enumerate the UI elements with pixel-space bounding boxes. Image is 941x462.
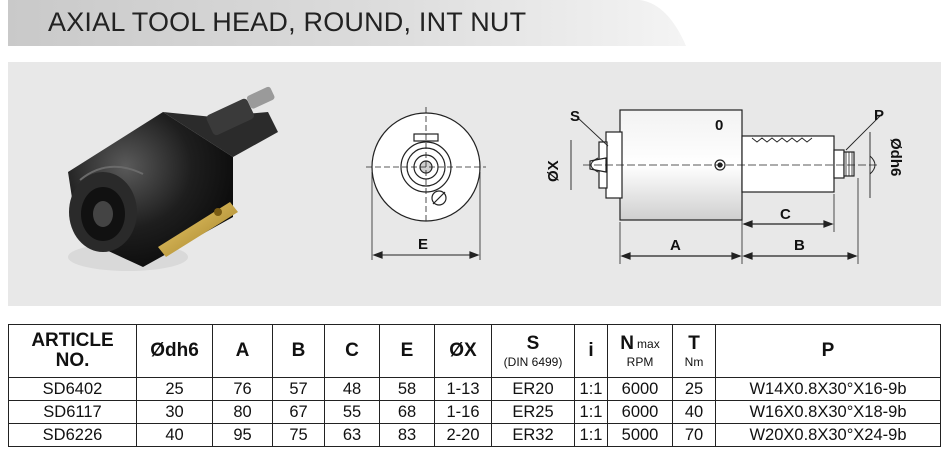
cell-n: 6000 <box>607 400 673 424</box>
cell-p: W16X0.8X30°X18-9b <box>715 400 941 424</box>
side-view-drawing <box>570 109 881 264</box>
header-article: ARTICLE NO. <box>8 324 137 378</box>
cell-n: 6000 <box>607 377 673 401</box>
cell-x: 1-13 <box>434 377 492 401</box>
cell-p: W20X0.8X30°X24-9b <box>715 423 941 447</box>
cell-x: 2-20 <box>434 423 492 447</box>
table-row: SD6402 25 76 57 48 58 1-13 ER20 1:1 6000… <box>8 377 941 401</box>
dim-c-label: C <box>780 206 791 223</box>
cell-n: 5000 <box>607 423 673 447</box>
cell-dh6: 40 <box>136 423 213 447</box>
cell-x: 1-16 <box>434 400 492 424</box>
title-banner-shape <box>8 0 686 46</box>
header-e: E <box>379 324 435 378</box>
cell-article: SD6117 <box>8 400 137 424</box>
header-dh6: Ødh6 <box>136 324 213 378</box>
cell-t: 40 <box>672 400 716 424</box>
cell-p: W14X0.8X30°X16-9b <box>715 377 941 401</box>
cell-a: 95 <box>212 423 273 447</box>
cell-c: 63 <box>324 423 380 447</box>
spec-table: ARTICLE NO. Ødh6 A B C E ØX S (DIN 6499)… <box>8 324 941 447</box>
dim-e-label: E <box>418 236 428 253</box>
cell-i: 1:1 <box>574 377 608 401</box>
cell-s: ER25 <box>491 400 575 424</box>
cell-e: 58 <box>379 377 435 401</box>
cell-e: 68 <box>379 400 435 424</box>
title-bar: AXIAL TOOL HEAD, ROUND, INT NUT <box>0 0 941 50</box>
cell-article: SD6226 <box>8 423 137 447</box>
cell-t: 70 <box>672 423 716 447</box>
dim-dh6-label: Ødh6 <box>887 138 904 176</box>
cell-e: 83 <box>379 423 435 447</box>
cell-c: 55 <box>324 400 380 424</box>
table-row: SD6117 30 80 67 55 68 1-16 ER25 1:1 6000… <box>8 400 941 424</box>
cell-s: ER32 <box>491 423 575 447</box>
end-view-drawing <box>366 107 486 260</box>
dim-b-label: B <box>794 237 805 254</box>
cell-t: 25 <box>672 377 716 401</box>
header-i: i <box>574 324 608 378</box>
figure-panel: E <box>8 62 941 306</box>
header-p: P <box>715 324 941 378</box>
cell-c: 48 <box>324 377 380 401</box>
table-row: SD6226 40 95 75 63 83 2-20 ER32 1:1 5000… <box>8 423 941 447</box>
header-s: S (DIN 6499) <box>491 324 575 378</box>
header-a: A <box>212 324 273 378</box>
header-t: T Nm <box>672 324 716 378</box>
technical-drawing: E <box>68 86 904 271</box>
dim-p-label: P <box>874 107 884 124</box>
table-header-row: ARTICLE NO. Ødh6 A B C E ØX S (DIN 6499)… <box>8 324 941 378</box>
zero-mark-label: 0 <box>715 117 723 134</box>
header-b: B <box>272 324 325 378</box>
cell-dh6: 25 <box>136 377 213 401</box>
cell-a: 80 <box>212 400 273 424</box>
dim-s-label: S <box>570 108 580 125</box>
tool-head-photo <box>68 86 278 271</box>
dim-a-label: A <box>670 237 681 254</box>
page-title: AXIAL TOOL HEAD, ROUND, INT NUT <box>48 7 527 37</box>
cell-b: 57 <box>272 377 325 401</box>
cell-i: 1:1 <box>574 423 608 447</box>
cell-article: SD6402 <box>8 377 137 401</box>
cell-i: 1:1 <box>574 400 608 424</box>
dim-x-label: ØX <box>545 160 562 182</box>
cell-s: ER20 <box>491 377 575 401</box>
header-x: ØX <box>434 324 492 378</box>
header-c: C <box>324 324 380 378</box>
cell-b: 75 <box>272 423 325 447</box>
cell-b: 67 <box>272 400 325 424</box>
cell-dh6: 30 <box>136 400 213 424</box>
cell-a: 76 <box>212 377 273 401</box>
